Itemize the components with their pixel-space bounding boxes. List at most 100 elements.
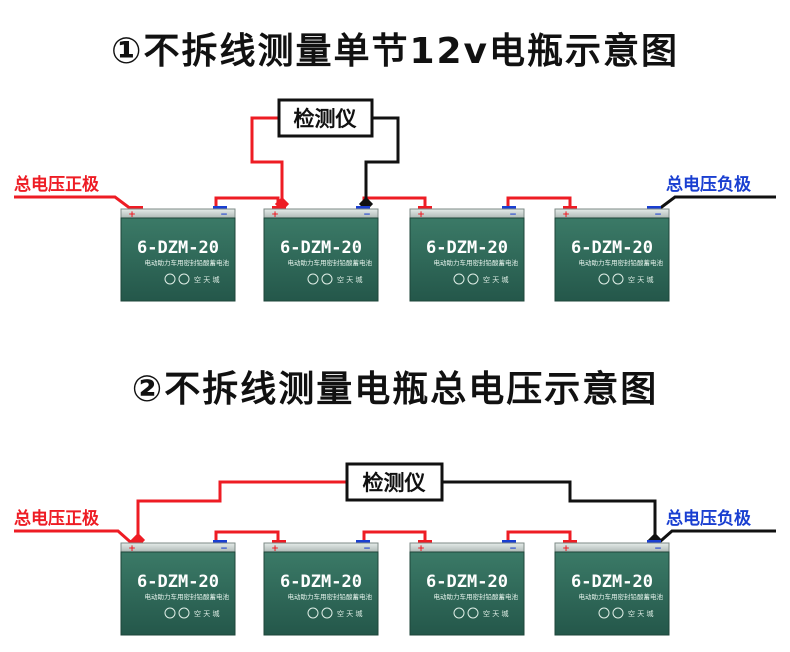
battery-subtitle: 电动助力车用密封铅酸蓄电池 — [579, 592, 664, 601]
recycle-logo — [321, 273, 333, 285]
battery-subtitle: 电动助力车用密封铅酸蓄电池 — [145, 592, 230, 601]
meter-positive-lead-1 — [250, 116, 284, 205]
battery-model: 6-DZM-20 — [280, 238, 362, 258]
battery-brand: 空 天 城 — [628, 275, 653, 284]
minus-sign: − — [509, 210, 517, 220]
battery-model: 6-DZM-20 — [571, 238, 653, 258]
plus-sign: + — [128, 544, 136, 554]
plus-sign: + — [562, 544, 570, 554]
battery-subtitle: 电动助力车用密封铅酸蓄电池 — [288, 258, 373, 267]
cert-logo — [453, 273, 465, 285]
minus-sign: − — [654, 210, 662, 220]
battery-brand: 空 天 城 — [337, 275, 362, 284]
positive-total-label-1: 总电压正极 — [14, 174, 99, 195]
battery-lid — [554, 542, 670, 553]
battery-model: 6-DZM-20 — [426, 572, 508, 592]
series-link-2b — [362, 530, 427, 546]
battery-brand: 空 天 城 — [337, 609, 362, 618]
battery-lid — [409, 208, 525, 219]
meter-positive-lead-2 — [136, 480, 348, 540]
recycle-logo — [178, 607, 190, 619]
minus-sign: − — [363, 544, 371, 554]
positive-total-wire-1 — [14, 195, 136, 214]
negative-total-wire-1 — [654, 195, 776, 214]
cert-logo — [598, 607, 610, 619]
battery-subtitle: 电动助力车用密封铅酸蓄电池 — [434, 258, 519, 267]
positive-total-text: 总电压正极 — [14, 174, 99, 195]
positive-total-text-2: 总电压正极 — [14, 508, 99, 529]
battery-model: 6-DZM-20 — [571, 572, 653, 592]
plus-sign: + — [417, 544, 425, 554]
plus-sign: + — [417, 210, 425, 220]
plus-sign: + — [128, 210, 136, 220]
plus-sign: + — [562, 210, 570, 220]
positive-total-wire-2 — [14, 529, 136, 548]
recycle-logo — [321, 607, 333, 619]
battery-brand: 空 天 城 — [483, 609, 508, 618]
minus-sign: − — [509, 544, 517, 554]
cert-logo — [453, 607, 465, 619]
cert-logo — [164, 273, 176, 285]
minus-sign: − — [220, 210, 228, 220]
series-link-1c — [506, 196, 572, 212]
series-link-2c — [506, 530, 572, 546]
negative-total-wire-2 — [654, 529, 776, 548]
minus-sign: − — [363, 210, 371, 220]
recycle-logo — [178, 273, 190, 285]
battery-body — [263, 551, 379, 636]
cert-logo — [307, 607, 319, 619]
battery-subtitle: 电动助力车用密封铅酸蓄电池 — [579, 258, 664, 267]
battery-model: 6-DZM-20 — [426, 238, 508, 258]
battery-brand: 空 天 城 — [194, 609, 219, 618]
battery-lid — [263, 208, 379, 219]
meter-label-2: 检测仪 — [363, 471, 427, 495]
negative-total-text-2: 总电压负极 — [666, 508, 751, 529]
battery-subtitle: 电动助力车用密封铅酸蓄电池 — [434, 592, 519, 601]
battery-subtitle: 电动助力车用密封铅酸蓄电池 — [288, 592, 373, 601]
recycle-logo — [612, 273, 624, 285]
diagram-1-title: ①不拆线测量单节12v电瓶示意图 — [110, 31, 680, 72]
battery-model: 6-DZM-20 — [137, 572, 219, 592]
cert-logo — [164, 607, 176, 619]
battery-body — [409, 217, 525, 302]
cert-logo — [598, 273, 610, 285]
negative-total-text-1: 总电压负极 — [666, 174, 751, 195]
diagram-2-title: ②不拆线测量电瓶总电压示意图 — [131, 369, 659, 410]
minus-sign: − — [654, 544, 662, 554]
battery-lid — [554, 208, 670, 219]
battery-brand: 空 天 城 — [483, 275, 508, 284]
battery-body — [409, 551, 525, 636]
battery-lid — [120, 208, 236, 219]
battery-model: 6-DZM-20 — [280, 572, 362, 592]
battery-model: 6-DZM-20 — [137, 238, 219, 258]
meter-negative-lead-2 — [442, 480, 657, 540]
plus-sign: + — [271, 544, 279, 554]
battery-lid — [263, 542, 379, 553]
meter-box-2 — [345, 462, 444, 502]
recycle-logo — [467, 607, 479, 619]
battery-lid — [120, 542, 236, 553]
series-link-2a — [214, 530, 280, 546]
diagram-1: 总电压正极 总电压负极 检测仪 +−6-DZM-20电动助力车用密封铅酸蓄电池空… — [14, 98, 776, 302]
battery-brand: 空 天 城 — [194, 275, 219, 284]
meter-negative-lead-1 — [364, 116, 400, 205]
battery-body — [120, 551, 236, 636]
diagram-2: 总电压正极 总电压负极 检测仪 +−6-DZM-20电动助力车用密封铅酸蓄电池空… — [14, 462, 776, 636]
battery-brand: 空 天 城 — [628, 609, 653, 618]
battery-body — [554, 217, 670, 302]
recycle-logo — [467, 273, 479, 285]
battery-body — [120, 217, 236, 302]
battery-body — [554, 551, 670, 636]
minus-sign: − — [220, 544, 228, 554]
